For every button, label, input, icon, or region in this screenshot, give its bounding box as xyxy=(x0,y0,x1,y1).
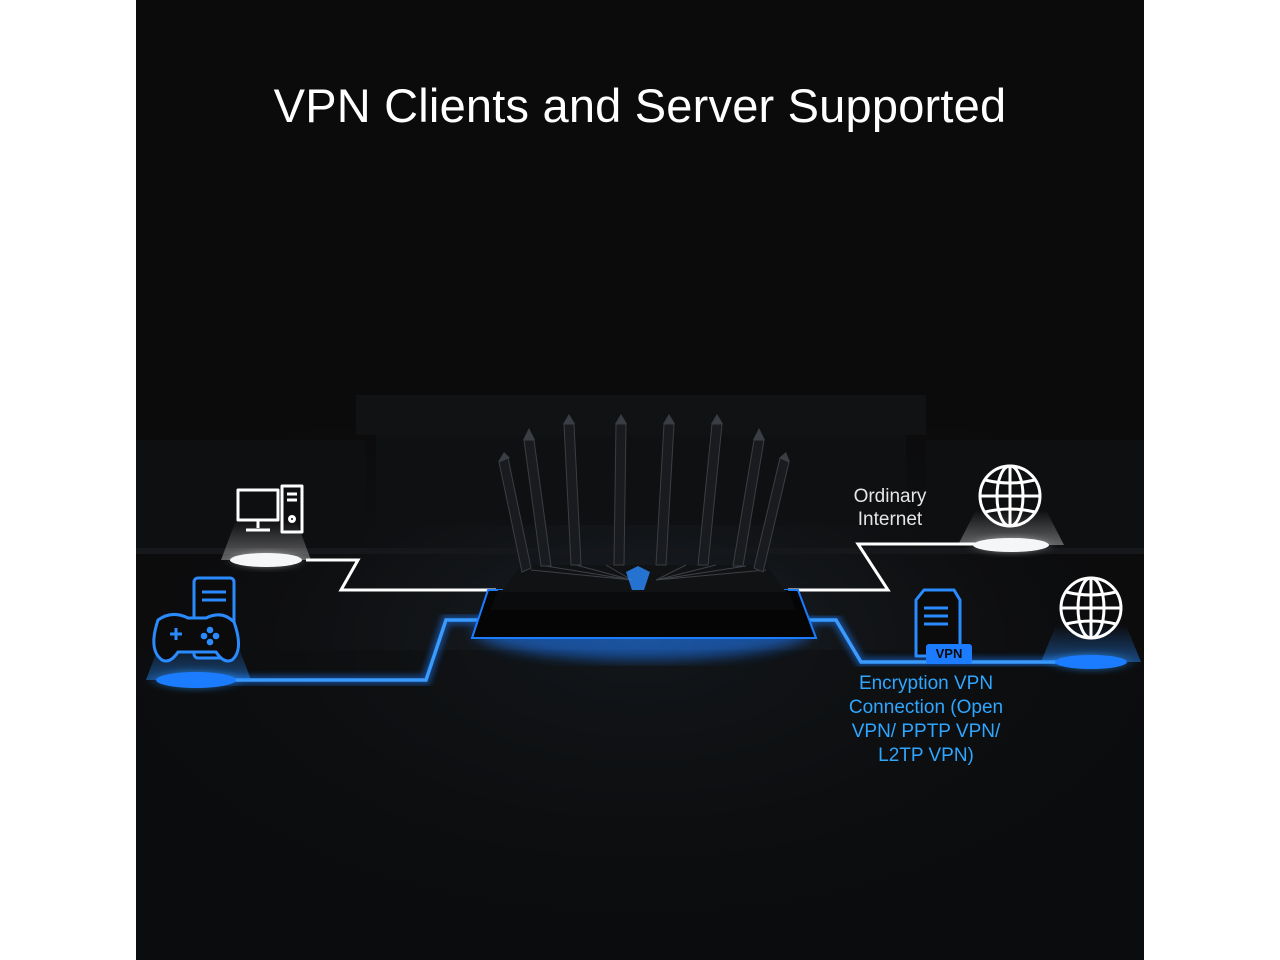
vpn-connection-label-line: Encryption VPN xyxy=(858,673,994,694)
game-controller-icon xyxy=(152,613,240,663)
ordinary-internet-node xyxy=(958,464,1064,555)
vpn-banner: VPN Clients and Server Supported VPN Ord… xyxy=(136,0,1144,960)
wired-connection-lines xyxy=(176,542,1096,685)
ordinary-internet-label-line: Internet xyxy=(857,509,923,530)
vpn-connection-label-line: VPN/ PPTP VPN/ xyxy=(851,721,1001,742)
network-scene xyxy=(136,395,1144,960)
ordinary-internet-label: Ordinary Internet xyxy=(830,485,950,531)
vpn-badge: VPN xyxy=(926,644,972,664)
router-icon xyxy=(470,414,818,660)
vpn-connection-label: Encryption VPN Connection (Open VPN/ PPT… xyxy=(828,672,1024,768)
globe-icon xyxy=(1059,576,1123,640)
globe-icon xyxy=(978,464,1042,528)
desktop-computer-device xyxy=(221,484,311,570)
page-title: VPN Clients and Server Supported xyxy=(273,79,1007,132)
vpn-connection-label-line: L2TP VPN) xyxy=(878,745,974,766)
ordinary-internet-label-line: Ordinary xyxy=(853,486,927,507)
desktop-computer-icon xyxy=(236,484,304,534)
vpn-internet-node xyxy=(1041,576,1141,673)
gaming-device xyxy=(144,576,251,692)
vpn-server-icon xyxy=(914,588,962,658)
vpn-connection-label-line: Connection (Open xyxy=(848,697,1004,718)
